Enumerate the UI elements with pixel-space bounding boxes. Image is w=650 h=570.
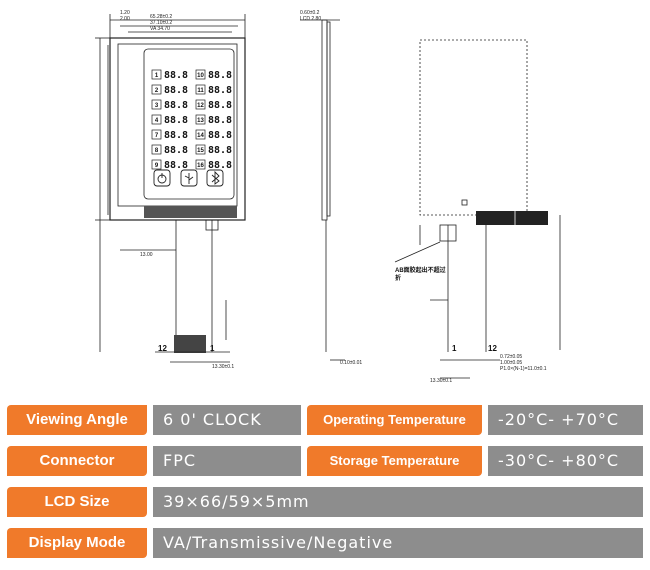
segment-index: 2 [155, 88, 159, 94]
spec-value: 6 0' CLOCK [153, 405, 301, 435]
segment-display-area: 1 88.8 10 88.8 2 88.8 11 88.8 3 88.8 12 88.8 4 88.8 13… [151, 69, 232, 171]
back-dimension-labels: 0.72±0.05 1.00±0.05 P1.0×(N-1)=11.0±0.1 … [430, 354, 547, 384]
segment-index-box [151, 114, 162, 125]
spec-row-lcd-size: LCD Size 39×66/59×5mm [7, 487, 643, 517]
segment-value: 88.8 [164, 130, 188, 141]
spec-value: -30°C- +80°C [488, 446, 643, 476]
segment-index-box [195, 99, 206, 110]
svg-text:1.20: 1.20 [120, 10, 130, 16]
segment-index: 3 [155, 103, 159, 109]
svg-text:65.28±0.2: 65.28±0.2 [150, 14, 172, 20]
pin-label-back-left: 1 [452, 344, 457, 353]
svg-text:P1.0×(N-1)=11.0±0.1: P1.0×(N-1)=11.0±0.1 [500, 366, 547, 372]
usb-icon [180, 169, 198, 187]
svg-text:1.00±0.05: 1.00±0.05 [500, 360, 522, 366]
segment-value: 88.8 [164, 160, 188, 171]
spec-value: VA/Transmissive/Negative [153, 528, 643, 558]
note-text: AB面胶起出不超过 [395, 266, 446, 274]
side-view [300, 19, 345, 361]
svg-text:13.30±0.1: 13.30±0.1 [212, 364, 234, 370]
front-view [95, 14, 246, 363]
segment-index: 12 [197, 103, 204, 109]
spec-label: Viewing Angle [7, 405, 147, 435]
pin-label-left: 12 [158, 344, 167, 353]
segment-index: 16 [197, 163, 204, 169]
segment-index: 13 [197, 118, 204, 124]
segment-index-box [151, 144, 162, 155]
bluetooth-icon [206, 169, 224, 187]
segment-index-box [151, 99, 162, 110]
segment-value: 88.8 [208, 160, 232, 171]
segment-index: 4 [155, 118, 159, 124]
segment-index: 10 [197, 73, 204, 79]
segment-value: 88.8 [164, 85, 188, 96]
technical-drawing: 65.28±0.2 37.10±0.2 VA 34.70 1.20 2.00 1… [95, 10, 561, 384]
back-view [394, 39, 561, 379]
svg-text:0.72±0.05: 0.72±0.05 [500, 354, 522, 360]
svg-text:VA 34.70: VA 34.70 [150, 26, 170, 32]
segment-value: 88.8 [208, 85, 232, 96]
spec-value: -20°C- +70°C [488, 405, 643, 435]
pin-label-right: 1 [210, 344, 215, 353]
svg-text:0.60±0.2: 0.60±0.2 [300, 10, 320, 16]
segment-value: 88.8 [164, 70, 188, 81]
svg-text:LCD 2.80: LCD 2.80 [300, 16, 321, 22]
spec-label: Connector [7, 446, 147, 476]
segment-value: 88.8 [164, 100, 188, 111]
spec-row-viewing-angle: Viewing Angle 6 0' CLOCK Operating Tempe… [7, 405, 643, 435]
segment-index-box [151, 69, 162, 80]
segment-index: 14 [197, 133, 204, 139]
segment-index: 7 [155, 133, 159, 139]
segment-index: 1 [155, 73, 159, 79]
segment-index-box [195, 84, 206, 95]
power-icon [153, 169, 171, 187]
svg-text:13.00: 13.00 [140, 252, 153, 258]
spec-value: 39×66/59×5mm [153, 487, 643, 517]
segment-index-box [195, 69, 206, 80]
segment-value: 88.8 [208, 145, 232, 156]
segment-index: 8 [155, 148, 159, 154]
segment-index-box [195, 114, 206, 125]
note-text-2: 折 [395, 274, 401, 282]
segment-value: 88.8 [164, 145, 188, 156]
spec-label: Display Mode [7, 528, 147, 558]
front-dimension-labels: 65.28±0.2 37.10±0.2 VA 34.70 1.20 2.00 1… [120, 10, 234, 370]
segment-value: 88.8 [208, 100, 232, 111]
spec-label: Operating Temperature [307, 405, 482, 435]
segment-value: 88.8 [208, 130, 232, 141]
svg-text:37.10±0.2: 37.10±0.2 [150, 20, 172, 26]
spec-row-connector: Connector FPC Storage Temperature -30°C-… [7, 446, 643, 476]
spec-label: LCD Size [7, 487, 147, 517]
segment-index: 15 [197, 148, 204, 154]
segment-index-box [195, 159, 206, 170]
segment-index-box [151, 129, 162, 140]
svg-text:2.00: 2.00 [120, 16, 130, 22]
spec-label: Storage Temperature [307, 446, 482, 476]
svg-text:0.10±0.01: 0.10±0.01 [340, 360, 362, 366]
side-dimension-labels: 0.60±0.2 LCD 2.80 0.10±0.01 [300, 10, 362, 366]
segment-value: 88.8 [208, 115, 232, 126]
segment-value: 88.8 [164, 115, 188, 126]
segment-index-box [151, 159, 162, 170]
spec-row-display-mode: Display Mode VA/Transmissive/Negative [7, 528, 643, 558]
segment-index-box [151, 84, 162, 95]
svg-text:13.30±0.1: 13.30±0.1 [430, 378, 452, 384]
segment-index-box [195, 144, 206, 155]
segment-index: 9 [155, 163, 159, 169]
segment-value: 88.8 [208, 70, 232, 81]
segment-index: 11 [197, 88, 204, 94]
segment-index-box [195, 129, 206, 140]
pin-label-back-right: 12 [488, 344, 497, 353]
spec-value: FPC [153, 446, 301, 476]
